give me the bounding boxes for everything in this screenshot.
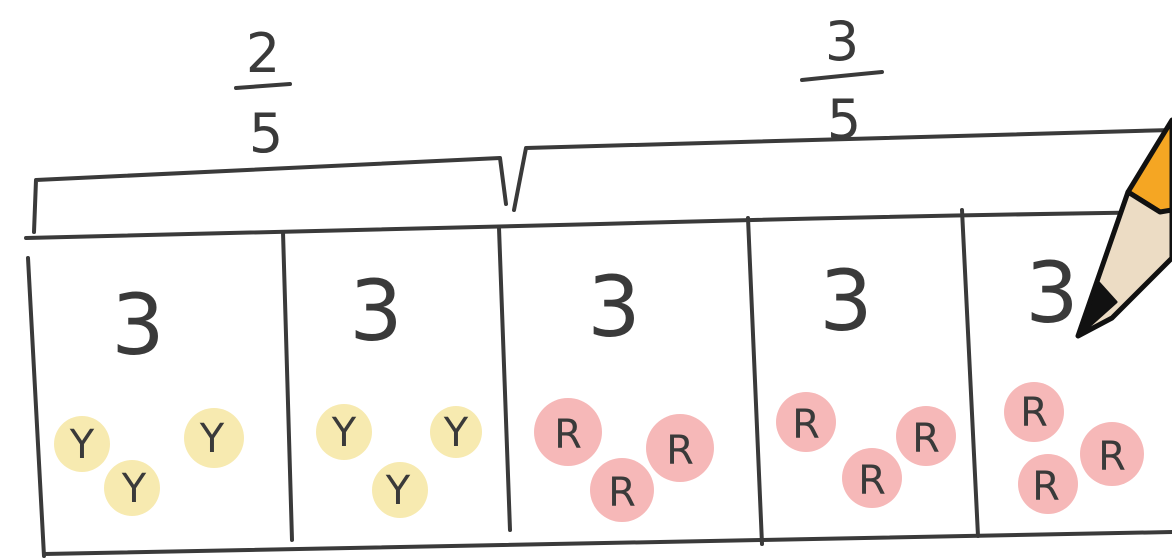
tape-outline: [24, 208, 1172, 558]
cell-4: 3 R R R: [776, 252, 956, 508]
ball-blob: [184, 408, 244, 468]
ball-letter: R: [1032, 464, 1060, 510]
fraction-right-denominator: 5: [827, 88, 861, 151]
fraction-left-numerator: 2: [246, 22, 280, 85]
fraction-left-denominator: 5: [249, 102, 283, 165]
fraction-left-bar: [234, 82, 292, 90]
brace-left: [32, 156, 508, 234]
tape-top-edge: [24, 210, 1172, 240]
ball-letter: R: [1020, 390, 1048, 436]
ball-letter: R: [912, 416, 940, 462]
cell-5: 3 R R R: [1004, 244, 1144, 514]
pencil-lead: [1076, 280, 1118, 338]
cell-3: 3 R R R: [534, 258, 714, 522]
ball-blob: [1004, 382, 1064, 442]
brace-right: [512, 128, 1172, 212]
fraction-left: 2 5: [234, 22, 292, 165]
cell-3-balls: R R R: [534, 398, 714, 522]
ball-letter: Y: [69, 422, 95, 468]
cell-2: 3 Y Y Y: [316, 262, 482, 518]
ball-blob: [1080, 422, 1144, 486]
cell-2-number: 3: [349, 262, 402, 360]
cell-divider-3: [746, 216, 764, 546]
pencil-icon: [1075, 117, 1172, 339]
fraction-right-numerator: 3: [825, 10, 859, 73]
cell-1-number: 3: [111, 276, 164, 374]
ball-letter: R: [858, 458, 886, 504]
ball-letter: Y: [443, 410, 469, 456]
cell-divider-2: [497, 226, 512, 532]
ball-blob: [534, 398, 602, 466]
cell-1-balls: Y Y Y: [54, 408, 244, 516]
ball-letter: R: [1098, 434, 1126, 480]
ball-blob: [316, 404, 372, 460]
ball-blob: [776, 392, 836, 452]
ball-blob: [590, 458, 654, 522]
cell-2-balls: Y Y Y: [316, 404, 482, 518]
ball-blob: [54, 416, 110, 472]
ball-letter: Y: [121, 466, 147, 512]
ball-letter: R: [792, 402, 820, 448]
cell-4-number: 3: [819, 252, 872, 350]
ball-letter: Y: [385, 468, 411, 514]
ball-letter: Y: [331, 410, 357, 456]
tape-left-edge: [26, 256, 46, 558]
cell-5-balls: R R R: [1004, 382, 1144, 514]
fraction-right: 3 5: [800, 10, 884, 151]
cell-1: 3 Y Y Y: [54, 276, 244, 516]
tape-bottom-edge: [42, 530, 1172, 556]
ball-letter: R: [666, 428, 694, 474]
cell-divider-1: [281, 230, 294, 542]
cell-5-number: 3: [1025, 244, 1078, 342]
ball-letter: Y: [199, 416, 225, 462]
ball-blob: [842, 448, 902, 508]
cell-4-balls: R R R: [776, 392, 956, 508]
ball-blob: [372, 462, 428, 518]
cell-divider-4: [960, 208, 980, 538]
ball-letter: R: [554, 412, 582, 458]
ball-blob: [104, 460, 160, 516]
cell-3-number: 3: [587, 258, 640, 356]
ball-blob: [896, 406, 956, 466]
ball-blob: [1018, 454, 1078, 514]
fraction-right-bar: [800, 70, 884, 82]
ball-blob: [646, 414, 714, 482]
ball-blob: [430, 406, 482, 458]
ball-letter: R: [608, 470, 636, 516]
